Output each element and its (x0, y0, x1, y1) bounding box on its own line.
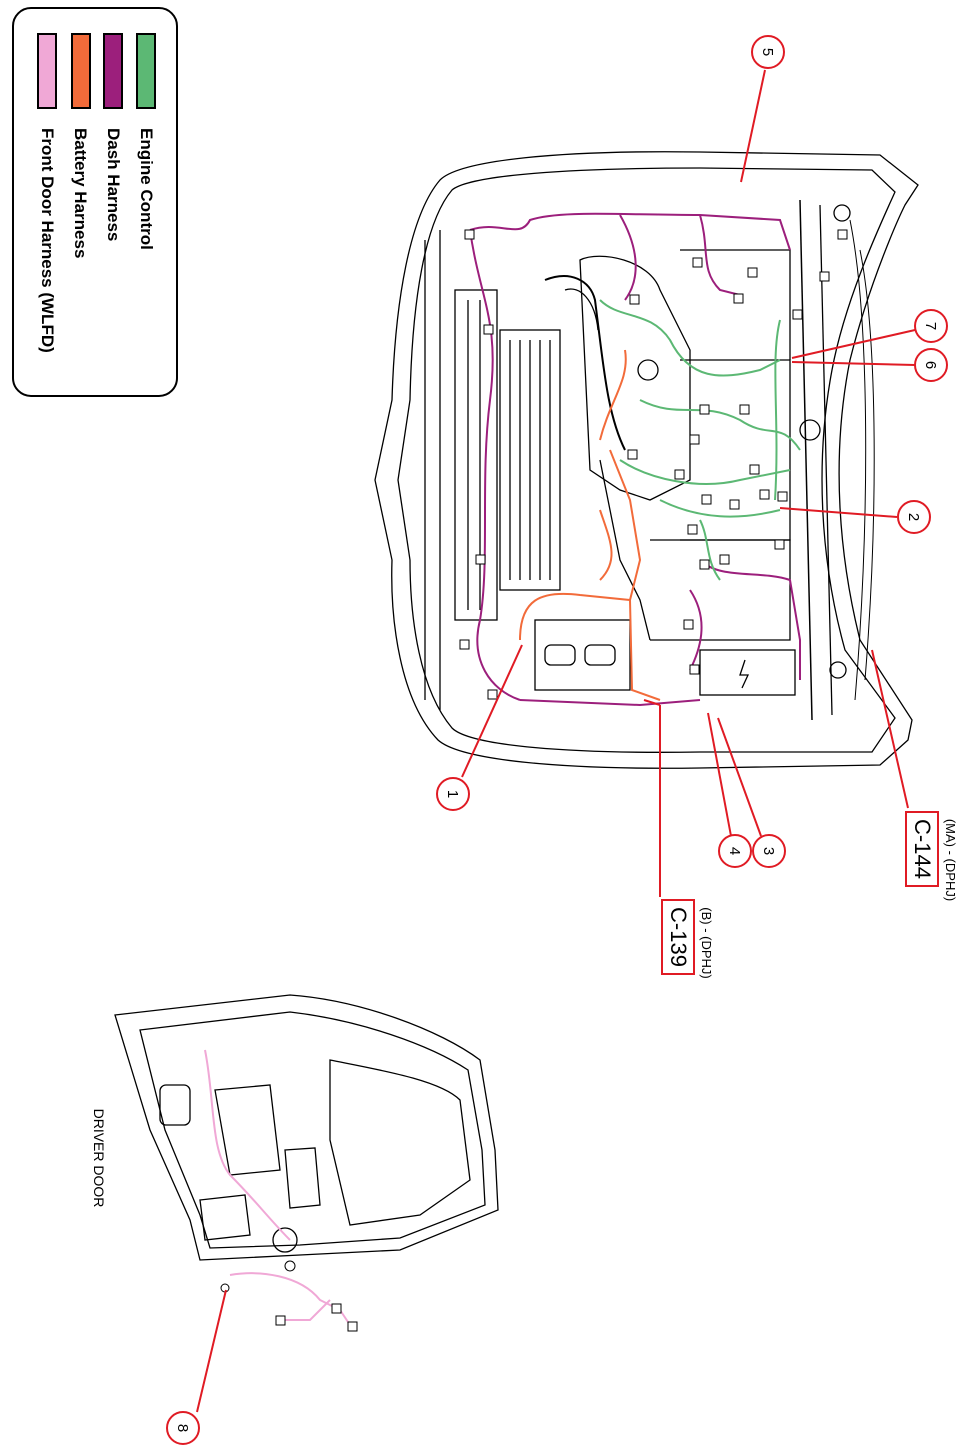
dash-harness-wiring (469, 212, 801, 707)
legend-swatch-dash-harness (103, 33, 123, 109)
callout-3-number: 3 (760, 847, 777, 855)
driver-door-drawing (114, 994, 499, 1261)
connector-c144-sub: (MA) - (DPHJ) (943, 819, 958, 901)
callout-5: 5 (751, 35, 785, 69)
callout-6-number: 6 (922, 361, 939, 369)
front-door-harness-wiring (204, 1049, 351, 1326)
engine-control-wiring (599, 299, 801, 581)
legend: Engine Control Dash Harness Battery Harn… (12, 7, 178, 397)
callout-2-number: 2 (905, 513, 922, 521)
connector-label-c144: C-144 (MA) - (DPHJ) (905, 811, 958, 901)
callout-1: 1 (436, 777, 470, 811)
callout-7-number: 7 (922, 322, 939, 330)
callout-4: 4 (718, 834, 752, 868)
callout-3: 3 (752, 834, 786, 868)
connector-label-c139: C-139 (B) - (DPHJ) (661, 899, 714, 979)
callout-7: 7 (914, 309, 948, 343)
door-connector-blocks (220, 1260, 358, 1332)
callout-5-number: 5 (759, 48, 776, 56)
connector-c139-sub: (B) - (DPHJ) (699, 907, 714, 979)
legend-label-dash-harness: Dash Harness (104, 128, 123, 241)
connector-c144-id: C-144 (910, 819, 935, 879)
callout-4-number: 4 (726, 847, 743, 855)
connector-blocks (459, 229, 848, 700)
legend-label-battery-harness: Battery Harness (71, 128, 90, 258)
engine-bay-drawing (374, 151, 919, 769)
callout-8-number: 8 (174, 1424, 191, 1432)
callout-1-number: 1 (444, 790, 461, 798)
legend-swatch-front-door-harness (37, 33, 57, 109)
callout-6: 6 (914, 348, 948, 382)
legend-label-front-door-harness: Front Door Harness (WLFD) (38, 128, 57, 353)
battery-harness-wiring (519, 349, 661, 701)
legend-swatch-engine-control (136, 33, 156, 109)
driver-door-label: DRIVER DOOR (91, 1109, 107, 1208)
connector-c139-id: C-139 (666, 907, 691, 967)
legend-label-engine-control: Engine Control (137, 128, 156, 250)
callout-2: 2 (897, 500, 931, 534)
callout-leaders (196, 69, 916, 1413)
legend-swatch-battery-harness (71, 33, 91, 109)
callout-8: 8 (166, 1411, 200, 1445)
